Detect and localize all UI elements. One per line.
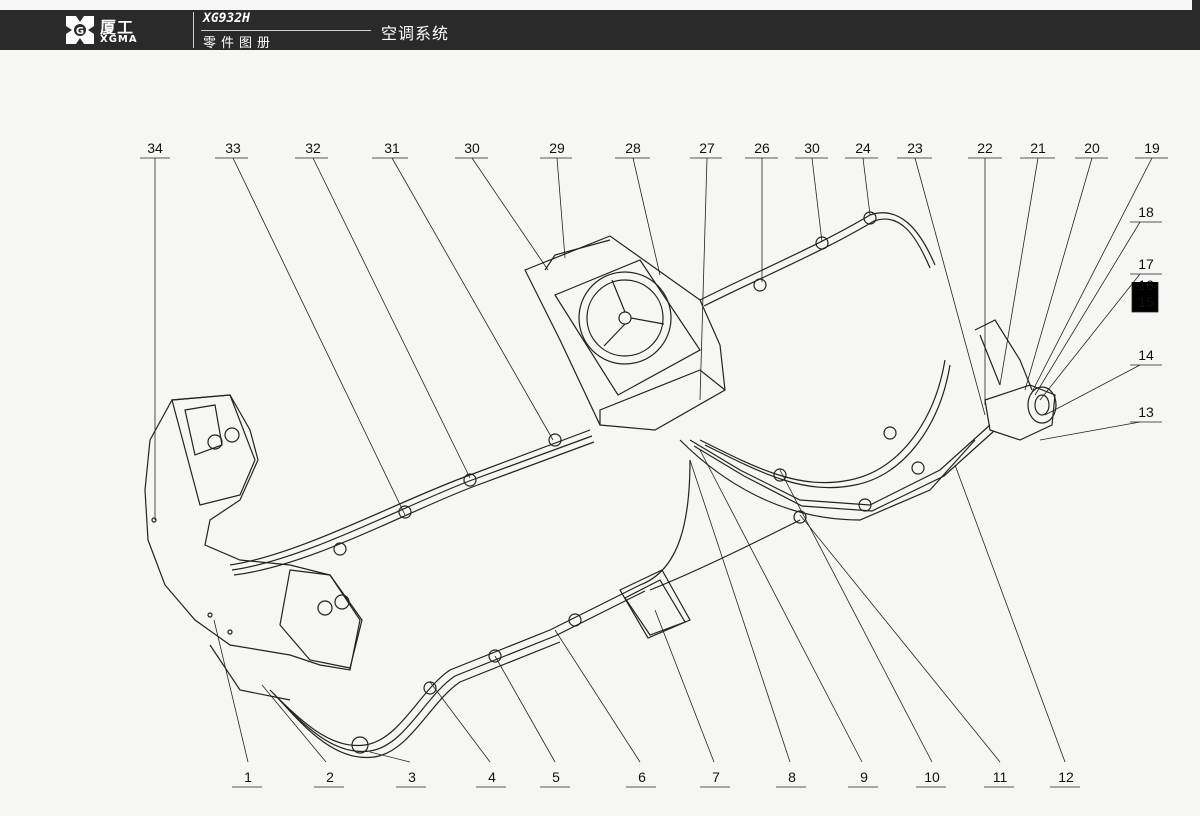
evaporator-drawing: [619, 569, 691, 639]
callout-15: 15: [1138, 294, 1154, 310]
pipe-clamps-drawing: [333, 211, 925, 754]
xgma-logo-icon: G: [66, 16, 94, 44]
heater-unit-drawing: [144, 394, 363, 701]
callout-1: 1: [244, 769, 252, 785]
callout-14: 14: [1138, 347, 1154, 363]
model-underline: [201, 30, 371, 31]
header-right-edge: [1192, 0, 1200, 40]
callout-26: 26: [754, 140, 770, 156]
brand-name-cn: 厦工: [100, 18, 135, 37]
callout-6: 6: [638, 769, 646, 785]
callout-29: 29: [549, 140, 565, 156]
svg-text:G: G: [76, 26, 84, 37]
callout-30: 30: [464, 140, 480, 156]
callout-9: 9: [860, 769, 868, 785]
callout-13: 13: [1138, 404, 1154, 420]
callout-2: 2: [326, 769, 334, 785]
callout-34: 34: [147, 140, 163, 156]
top-callouts: 34 33 32 31 30 29 28 27 26 30 24 23 22 21 20 19: [147, 140, 1160, 156]
header-divider: [193, 12, 194, 48]
callout-underlines: [140, 157, 1168, 788]
callout-31: 31: [384, 140, 400, 156]
callout-18: 18: [1138, 204, 1154, 220]
leader-lines: [154, 157, 1153, 763]
page-header: G 厦工 XGMA XG932H 零件图册 空调系统: [0, 10, 1200, 51]
callout-11: 11: [993, 769, 1008, 785]
callout-4: 4: [488, 769, 496, 785]
callout-19: 19: [1144, 140, 1160, 156]
model-number: XG932H: [203, 11, 250, 26]
callout-30: 30: [804, 140, 820, 156]
callout-28: 28: [625, 140, 641, 156]
callout-27: 27: [699, 140, 715, 156]
brand-name-en: XGMA: [100, 34, 138, 45]
callout-23: 23: [907, 140, 923, 156]
callout-32: 32: [305, 140, 321, 156]
callout-16: 16: [1138, 277, 1154, 293]
callout-17: 17: [1138, 256, 1154, 272]
callout-24: 24: [855, 140, 871, 156]
callout-22: 22: [977, 140, 993, 156]
system-title: 空调系统: [381, 24, 450, 43]
callout-3: 3: [408, 769, 416, 785]
callout-8: 8: [788, 769, 796, 785]
callout-12: 12: [1058, 769, 1074, 785]
callout-21: 21: [1030, 140, 1046, 156]
catalog-title: 零件图册: [203, 36, 276, 51]
callout-20: 20: [1084, 140, 1100, 156]
condenser-fan-drawing: [524, 235, 726, 431]
callout-33: 33: [225, 140, 241, 156]
callout-5: 5: [552, 769, 560, 785]
callout-10: 10: [924, 769, 940, 785]
callout-7: 7: [712, 769, 720, 785]
pipe-bundles-drawing: [229, 212, 995, 759]
